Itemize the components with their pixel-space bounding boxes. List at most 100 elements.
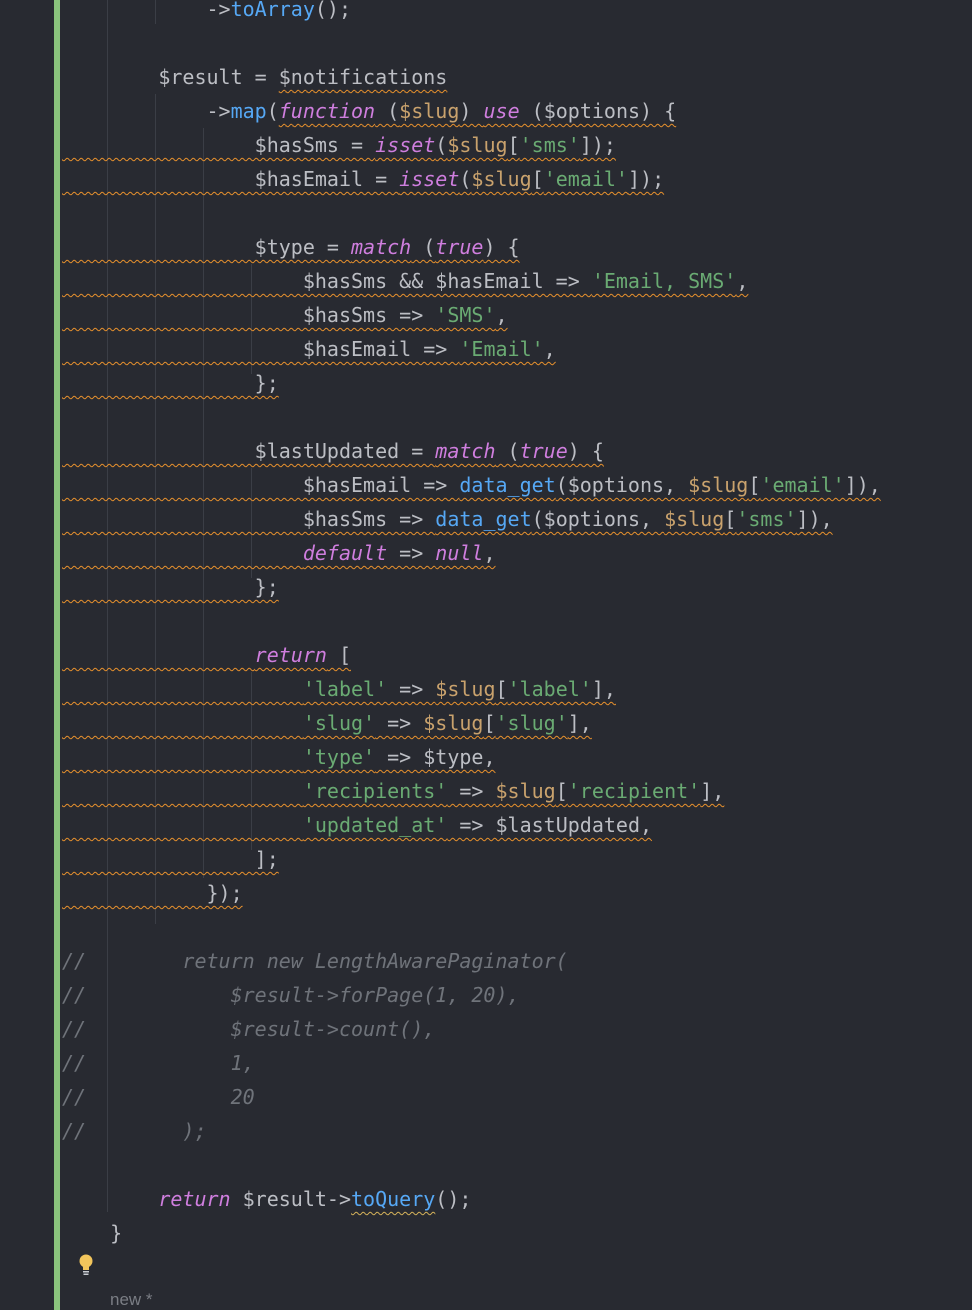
code-token: $hasEmail => <box>62 473 460 497</box>
code-line[interactable]: }; <box>62 366 881 400</box>
code-token: ], <box>591 677 616 701</box>
code-token: ]; <box>62 847 279 871</box>
code-line[interactable] <box>62 26 881 60</box>
code-line[interactable]: $hasSms => data_get($options, $slug['sms… <box>62 502 881 536</box>
indent-guide <box>155 0 156 24</box>
code-token: , <box>483 541 496 565</box>
code-line[interactable]: // 1, <box>62 1046 881 1080</box>
code-token: ($options, <box>555 473 689 497</box>
code-token: ], <box>567 711 592 735</box>
code-line[interactable]: $type = match (true) { <box>62 230 881 264</box>
code-token: }; <box>62 575 279 599</box>
lightbulb-icon[interactable] <box>78 1254 94 1278</box>
code-token: => $type, <box>375 745 496 769</box>
code-line[interactable]: }); <box>62 876 881 910</box>
code-token: $slug <box>399 99 460 123</box>
code-line[interactable]: $hasSms = isset($slug['sms']); <box>62 128 881 162</box>
code-line[interactable]: 'type' => $type, <box>62 740 881 774</box>
code-line[interactable]: } <box>62 1216 881 1250</box>
code-line[interactable] <box>62 1148 881 1182</box>
code-token: $hasSms && $hasEmail => <box>62 269 592 293</box>
code-token: ( <box>411 235 436 259</box>
code-token: 'slug' <box>302 711 376 735</box>
code-token: ], <box>700 779 725 803</box>
code-token: [ <box>483 711 496 735</box>
code-token: // $result->count(), <box>62 1017 436 1041</box>
code-token: toArray <box>230 0 315 21</box>
vcs-change-marker[interactable] <box>54 0 60 1310</box>
code-line[interactable] <box>62 196 881 230</box>
code-line[interactable]: return $result->toQuery(); <box>62 1182 881 1216</box>
code-line[interactable]: $lastUpdated = match (true) { <box>62 434 881 468</box>
code-line[interactable]: }; <box>62 570 881 604</box>
code-line[interactable]: $hasEmail = isset($slug['email']); <box>62 162 881 196</box>
code-token: (); <box>435 1187 472 1211</box>
code-token: match <box>435 439 496 463</box>
code-token: // return new LengthAwarePaginator( <box>62 949 568 973</box>
code-token: 'label' <box>507 677 592 701</box>
code-token: [ <box>555 779 568 803</box>
code-line[interactable]: ->map(function ($slug) use ($options) { <box>62 94 881 128</box>
code-line[interactable] <box>62 910 881 944</box>
code-token: // ); <box>62 1119 207 1143</box>
code-token: ]), <box>796 507 833 531</box>
code-token: 'sms' <box>519 133 580 157</box>
code-token: data_get <box>459 473 556 497</box>
code-line[interactable]: $hasSms => 'SMS', <box>62 298 881 332</box>
code-token: true <box>519 439 568 463</box>
code-token: 'updated_at' <box>302 813 448 837</box>
code-token <box>62 1187 158 1211</box>
code-token: // $result->forPage(1, 20), <box>62 983 520 1007</box>
code-token <box>62 711 303 735</box>
code-line[interactable]: $result = $notifications <box>62 60 881 94</box>
code-line[interactable] <box>62 400 881 434</box>
code-editor[interactable]: ->toArray(); $result = $notifications ->… <box>62 0 881 1250</box>
code-token: -> <box>62 0 231 21</box>
code-token: $hasSms => <box>62 303 436 327</box>
code-token: 'slug' <box>495 711 568 735</box>
code-line[interactable]: 'recipients' => $slug['recipient'], <box>62 774 881 808</box>
code-line[interactable]: return [ <box>62 638 881 672</box>
code-token: $result = <box>62 65 279 89</box>
code-token: $lastUpdated = <box>62 439 436 463</box>
code-line[interactable]: $hasEmail => 'Email', <box>62 332 881 366</box>
code-token: $slug <box>664 507 725 531</box>
code-line[interactable]: 'label' => $slug['label'], <box>62 672 881 706</box>
code-line[interactable]: ]; <box>62 842 881 876</box>
code-token: ( <box>435 133 448 157</box>
code-token: isset <box>399 167 460 191</box>
code-line[interactable]: $hasSms && $hasEmail => 'Email, SMS', <box>62 264 881 298</box>
code-line[interactable]: default => null, <box>62 536 881 570</box>
code-token: [ <box>326 643 351 667</box>
code-token: default <box>302 541 388 565</box>
code-line[interactable]: // $result->count(), <box>62 1012 881 1046</box>
indent-guide <box>251 672 252 850</box>
code-line[interactable]: $hasEmail => data_get($options, $slug['e… <box>62 468 881 502</box>
code-token: => <box>447 779 496 803</box>
code-token: $slug <box>688 473 749 497</box>
code-token: ) { <box>567 439 604 463</box>
code-token: [ <box>724 507 737 531</box>
code-line[interactable]: // 20 <box>62 1080 881 1114</box>
code-token: $notifications <box>278 65 448 89</box>
code-token: ($options, <box>531 507 665 531</box>
code-line[interactable]: // $result->forPage(1, 20), <box>62 978 881 1012</box>
code-token: use <box>483 99 520 123</box>
code-token: $slug <box>471 167 532 191</box>
code-line[interactable]: // return new LengthAwarePaginator( <box>62 944 881 978</box>
code-line[interactable]: ->toArray(); <box>62 0 881 26</box>
code-token: => <box>387 541 436 565</box>
code-line[interactable] <box>62 604 881 638</box>
code-line[interactable]: 'updated_at' => $lastUpdated, <box>62 808 881 842</box>
code-token: , <box>495 303 508 327</box>
code-token: toQuery <box>351 1187 436 1211</box>
code-token: ($options) { <box>519 99 677 123</box>
code-token: 'sms' <box>736 507 797 531</box>
code-token <box>62 745 303 769</box>
code-token: ( <box>495 439 520 463</box>
code-line[interactable]: // ); <box>62 1114 881 1148</box>
code-token: return <box>158 1187 231 1211</box>
code-line[interactable]: 'slug' => $slug['slug'], <box>62 706 881 740</box>
code-token: isset <box>375 133 436 157</box>
code-token: $hasEmail => <box>62 337 460 361</box>
